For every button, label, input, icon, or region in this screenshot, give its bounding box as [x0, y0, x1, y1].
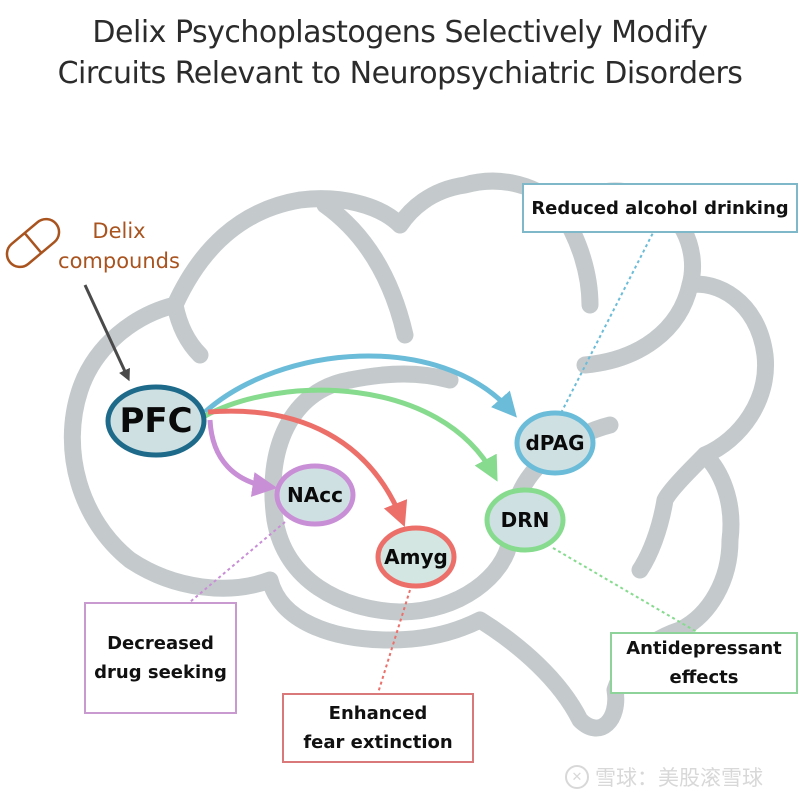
- leader-drn: [552, 547, 698, 633]
- title-line-2: Circuits Relevant to Neuropsychiatric Di…: [57, 56, 743, 91]
- brain-outer-contour: [63, 172, 775, 737]
- projection-pfc-drn: [203, 387, 498, 482]
- projection-pfc-nacc: [207, 419, 278, 497]
- projection-pfc-dpag: [203, 353, 517, 418]
- node-drn: [484, 487, 566, 553]
- outcome-enhanced-fear-extinction: Enhanced fear extinction: [282, 693, 474, 763]
- node-label-pfc: PFC: [119, 401, 193, 441]
- node-dpag: [514, 410, 596, 476]
- compound-arrow: [83, 284, 130, 382]
- watermark: ✕ 雪球：美股滚雪球: [565, 762, 763, 792]
- outcome-reduced-alcohol-drinking: Reduced alcohol drinking: [522, 183, 798, 233]
- delix-compounds-label: Delix compounds: [58, 219, 180, 273]
- brain-inner-loop: [341, 365, 459, 389]
- node-amyg: [375, 525, 457, 589]
- node-label-drn: DRN: [500, 508, 550, 532]
- brain-fold-parietal: [316, 196, 414, 344]
- snowball-logo-icon: ✕: [565, 765, 589, 789]
- node-label-amyg: Amyg: [384, 545, 448, 569]
- pill-icon: [5, 217, 61, 269]
- watermark-text: 雪球：美股滚雪球: [595, 766, 763, 790]
- outcome-antidepressant-effects: Antidepressant effects: [610, 632, 798, 694]
- outcome-decreased-drug-seeking: Decreased drug seeking: [84, 602, 237, 714]
- leader-nacc: [189, 521, 286, 603]
- brain-fold-cerebellum: [631, 446, 714, 579]
- node-label-nacc: NAcc: [287, 483, 343, 507]
- brain-fold-frontal: [166, 296, 209, 364]
- node-label-dpag: dPAG: [525, 431, 585, 455]
- node-nacc: [274, 463, 356, 527]
- node-pfc: [105, 384, 207, 458]
- title-line-1: Delix Psychoplastogens Selectively Modif…: [92, 15, 708, 50]
- projection-pfc-amyg: [207, 408, 408, 527]
- brain-fold-occipital: [576, 276, 699, 374]
